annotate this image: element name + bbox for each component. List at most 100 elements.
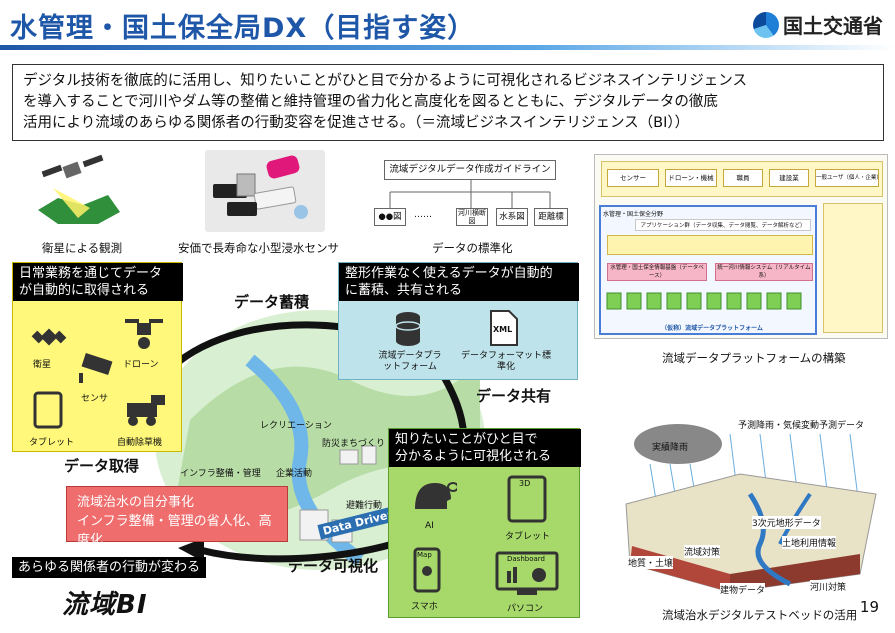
testbed-illustration bbox=[625, 424, 877, 593]
river-shape bbox=[747, 492, 792, 587]
header-divider bbox=[0, 45, 895, 50]
summary-line: デジタル技術を徹底的に活用し、知りたいことがひと目で分かるように可視化されるビジ… bbox=[23, 73, 747, 89]
ministry-name: 国土交通省 bbox=[783, 14, 883, 38]
page-title: 水管理・国土保全局DX（目指す姿） bbox=[10, 13, 476, 44]
collection-icon-label: ドローン bbox=[123, 360, 159, 370]
visualization-icon-label: AI bbox=[425, 521, 434, 531]
xml-label: XML bbox=[493, 325, 513, 334]
stage-visualize-label: データ可視化 bbox=[288, 557, 379, 575]
platform-bottom-label: （仮称）流域データプラットフォーム bbox=[661, 325, 763, 332]
scene-label: 企業活動 bbox=[276, 469, 313, 479]
stage-acquire-label: データ取得 bbox=[64, 457, 140, 475]
guideline-item: ●●図 bbox=[374, 208, 406, 226]
solar-panel-icon bbox=[41, 164, 63, 178]
sensor-camera-icon bbox=[79, 353, 113, 383]
collection-title-line: 日常業務を通じてデータ bbox=[19, 266, 163, 281]
summary-box: デジタル技術を徹底的に活用し、知りたいことがひと目で分かるように可視化されるビジ… bbox=[12, 64, 884, 141]
visualization-icon-label: スマホ bbox=[411, 602, 438, 612]
tag-map: Map bbox=[417, 551, 432, 559]
testbed-caption: 流域治水デジタルテストベッドの活用 bbox=[662, 608, 858, 622]
platform-database: 水管理・国土保全情報基盤（データベース） bbox=[607, 263, 707, 281]
satellite-caption: 衛星による観測 bbox=[42, 241, 123, 255]
ai-head-icon bbox=[415, 482, 457, 509]
stage-share-label: データ共有 bbox=[476, 387, 552, 405]
arrow-visualize bbox=[199, 538, 402, 563]
platform-node: 建設業 bbox=[769, 169, 809, 187]
flood-sensor-photo bbox=[205, 150, 325, 232]
collection-icon-label: タブレット bbox=[29, 438, 75, 448]
guideline-item: …… bbox=[414, 210, 432, 220]
visualization-icon-label: パソコン bbox=[507, 604, 544, 614]
sensor-caption: 安価で長寿命な小型浸水センサ bbox=[178, 241, 339, 255]
scene-label: 避難行動 bbox=[346, 501, 383, 511]
collection-title: 日常業務を通じてデータ が自動的に取得される bbox=[13, 263, 183, 301]
tag-dashboard: Dashboard bbox=[507, 555, 545, 563]
drone-icon bbox=[125, 319, 163, 349]
collection-icon-label: 自動除草機 bbox=[117, 438, 163, 448]
data-platform-diagram: センサー ドローン・機械 職員 建設業 一般ユーザ（個人・企業） 水管理・国土保… bbox=[594, 154, 888, 339]
tag-3d: 3D bbox=[519, 479, 531, 488]
impact-line: インフラ整備・管理の省人化、高度化 bbox=[77, 514, 272, 548]
tablet-icon bbox=[33, 391, 63, 429]
platform-left-label: 水管理・国土保全分野 bbox=[603, 211, 664, 218]
accumulation-item: データフォーマット標準化 bbox=[461, 351, 552, 372]
testbed-label: 地質・土壌 bbox=[628, 556, 674, 569]
scene-label: インフラ整備・管理 bbox=[180, 469, 261, 479]
satellite-icon bbox=[31, 328, 67, 346]
soil-layer bbox=[730, 554, 860, 592]
page-number: 19 bbox=[859, 598, 879, 616]
data-visualization-panel: 知りたいことがひと目で 分かるように可視化される AI 3D タブレット Map… bbox=[388, 428, 581, 618]
testbed-label: 3次元地形データ bbox=[752, 516, 821, 529]
platform-caption: 流域データプラットフォームの構築 bbox=[662, 351, 846, 365]
testbed-label: 河川対策 bbox=[810, 580, 847, 593]
rain-cloud-icon bbox=[634, 424, 722, 464]
testbed-label: 実績降雨 bbox=[652, 443, 689, 453]
stage-accumulate-label: データ蓄積 bbox=[234, 293, 310, 311]
solar-panel-icon bbox=[82, 154, 104, 168]
tablet-3d-icon bbox=[507, 475, 547, 523]
guideline-item: 水系図 bbox=[496, 208, 528, 226]
guideline-item: 河川横断図 bbox=[456, 208, 488, 226]
guideline-diagram: 流域デジタルデータ作成ガイドライン ●●図 …… 河川横断図 水系図 距離標 bbox=[372, 160, 570, 235]
data-collection-panel: 日常業務を通じてデータ が自動的に取得される 衛星 ドローン センサ タブレット… bbox=[12, 262, 183, 452]
accumulation-title: 整形作業なく使えるデータが自動的 に蓄積、共有される bbox=[339, 263, 579, 301]
database-icon bbox=[395, 312, 421, 346]
guideline-connectors bbox=[389, 180, 551, 208]
testbed-label: 流域対策 bbox=[684, 545, 721, 558]
impact-box: 流域治水の自分事化 インフラ整備・管理の省人化、高度化 bbox=[66, 486, 288, 548]
actors-label: あらゆる関係者の行動が変わる bbox=[12, 557, 207, 578]
ministry-logo: 国土交通省 bbox=[753, 10, 883, 39]
brand-title: 流域BI bbox=[62, 590, 148, 620]
accumulation-title-line: 整形作業なく使えるデータが自動的 bbox=[345, 266, 553, 281]
platform-node: 一般ユーザ（個人・企業） bbox=[815, 169, 882, 187]
summary-line: 活用により流域のあらゆる関係者の行動変容を促進させる。（＝流域ビジネスインテリジ… bbox=[23, 115, 690, 131]
testbed-label: 予測降雨・気候変動予測データ bbox=[738, 421, 865, 431]
computer-dashboard-icon bbox=[495, 551, 559, 595]
platform-app-label: アプリケーション群（データ収集、データ閲覧、データ解析など） bbox=[635, 219, 811, 231]
accumulation-item: 流域データプラットフォーム bbox=[378, 351, 442, 372]
platform-node: 職員 bbox=[723, 169, 763, 187]
satellite-observation-illustration bbox=[38, 154, 120, 224]
summary-line: を導入することで河川やダム等の整備と維持管理の省力化と高度化を図るとともに、デジ… bbox=[23, 94, 718, 110]
platform-other-systems bbox=[823, 203, 883, 333]
data-accumulation-panel: 整形作業なく使えるデータが自動的 に蓄積、共有される 流域データプラットフォーム… bbox=[338, 262, 579, 380]
arrow-head-icon bbox=[178, 538, 204, 562]
beam-shape bbox=[53, 188, 90, 218]
guideline-item: 距離標 bbox=[534, 208, 568, 226]
testbed-label: 建物データ bbox=[720, 583, 766, 596]
visualization-title: 知りたいことがひと目で 分かるように可視化される bbox=[389, 429, 581, 467]
platform-app-row bbox=[607, 235, 813, 255]
mlit-emblem-icon bbox=[753, 11, 779, 38]
impact-line: 流域治水の自分事化 bbox=[77, 495, 195, 510]
guideline-title: 流域デジタルデータ作成ガイドライン bbox=[384, 160, 556, 180]
mower-icon bbox=[127, 395, 165, 426]
visualization-icon-label: タブレット bbox=[505, 532, 551, 542]
collection-title-line: が自動的に取得される bbox=[19, 283, 150, 298]
scene-label: 防災まちづくり bbox=[322, 439, 386, 449]
visualization-title-line: 分かるように可視化される bbox=[395, 449, 552, 464]
scene-label: レクリエーション bbox=[260, 421, 332, 431]
standardization-caption: データの標準化 bbox=[432, 241, 513, 255]
platform-node: ドローン・機械 bbox=[665, 169, 717, 187]
accumulation-title-line: に蓄積、共有される bbox=[345, 283, 463, 298]
platform-node: センサー bbox=[607, 169, 659, 187]
